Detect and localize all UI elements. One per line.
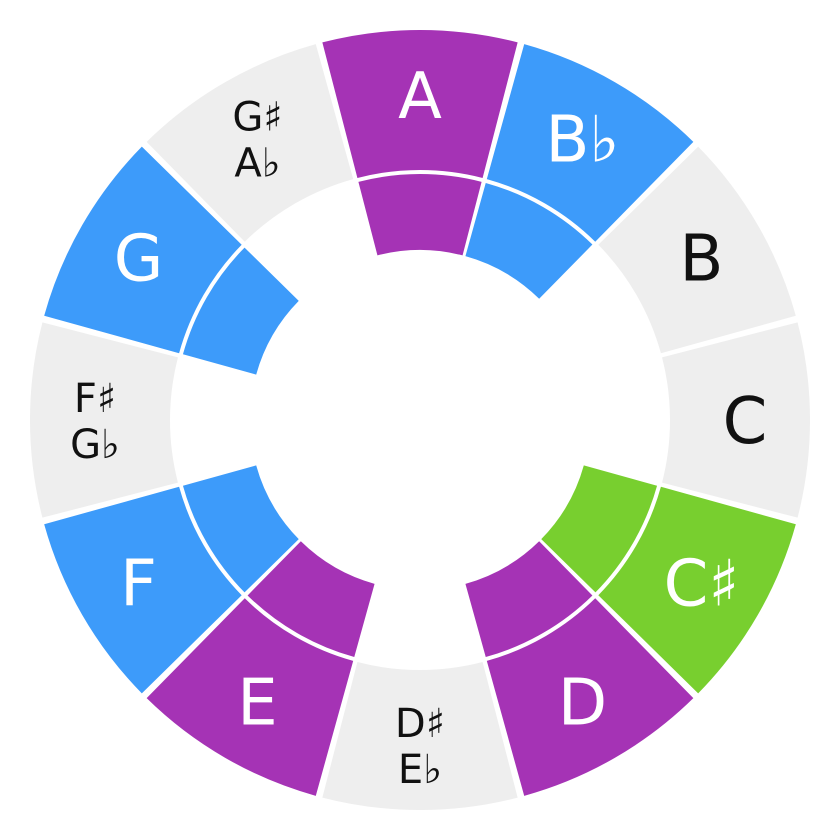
segment-bb[interactable] xyxy=(486,44,694,242)
segment-d-sharp[interactable] xyxy=(322,662,518,811)
segment-f[interactable] xyxy=(44,486,242,694)
label-g-sharp-line-1: G♯ xyxy=(232,95,282,141)
label-e: E xyxy=(237,667,277,741)
label-d-sharp-line-1: D♯ xyxy=(395,701,445,747)
label-c: C xyxy=(723,385,768,459)
segment-b[interactable] xyxy=(598,146,796,354)
segment-g[interactable] xyxy=(44,146,242,354)
label-d-sharp: D♯E♭ xyxy=(395,701,445,793)
segment-d[interactable] xyxy=(486,598,694,796)
label-f-sharp-line-1: F♯ xyxy=(74,376,116,422)
inner-segment-bb xyxy=(465,182,593,299)
label-f-sharp: F♯G♭ xyxy=(70,376,120,468)
segment-g-sharp[interactable] xyxy=(146,44,354,242)
note-labels: A B♭ B C C♯ D D♯E♭ E F F♯G♭ G G♯A♭ xyxy=(70,60,767,793)
inner-segment-e xyxy=(247,541,375,658)
inner-segment-c-sharp xyxy=(541,465,658,593)
label-a: A xyxy=(398,60,442,134)
inner-segment-f xyxy=(182,465,299,593)
label-g-sharp-line-2: A♭ xyxy=(234,141,280,187)
label-bb: B♭ xyxy=(545,104,619,178)
segment-f-sharp[interactable] xyxy=(29,322,178,518)
label-d-sharp-line-2: E♭ xyxy=(398,747,442,793)
inner-segment-g xyxy=(182,247,299,375)
label-g: G xyxy=(114,223,164,297)
segment-a[interactable] xyxy=(322,29,518,178)
note-segments xyxy=(29,29,811,811)
label-g-sharp: G♯A♭ xyxy=(232,95,282,187)
inner-segment-a xyxy=(358,174,482,256)
label-f-sharp-line-2: G♭ xyxy=(70,422,120,468)
label-d: D xyxy=(558,667,607,741)
label-c-sharp: C♯ xyxy=(664,548,740,622)
segment-c[interactable] xyxy=(662,322,811,518)
label-f: F xyxy=(120,548,157,622)
label-b: B xyxy=(680,223,724,297)
segment-c-sharp[interactable] xyxy=(598,486,796,694)
segment-e[interactable] xyxy=(146,598,354,796)
inner-segment-d xyxy=(465,541,593,658)
